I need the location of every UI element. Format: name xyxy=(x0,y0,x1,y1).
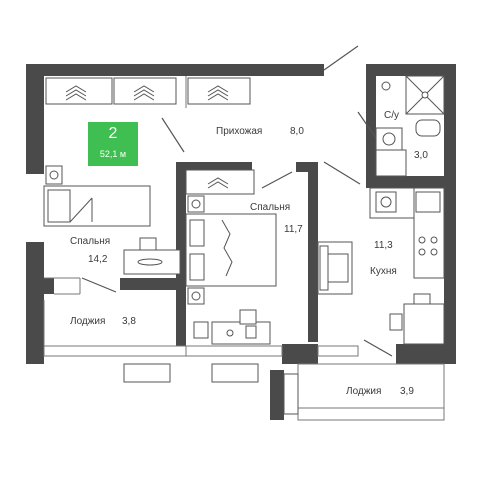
kitchen-door xyxy=(323,161,361,185)
wall-kitchen-bottom-left xyxy=(282,344,318,364)
bed-single xyxy=(43,165,151,227)
window-bedroom xyxy=(185,345,283,357)
wardrobe-4 xyxy=(185,169,255,195)
wall-kitchen-divider xyxy=(308,162,318,342)
loggia-furniture xyxy=(123,363,299,415)
wall-right xyxy=(444,64,456,364)
wall-bedroom-divider xyxy=(176,162,186,346)
desk-left xyxy=(123,237,181,275)
wall-top-right xyxy=(366,64,456,76)
wall-bedroom-top xyxy=(186,162,252,172)
total-area: 52,1 м xyxy=(99,149,127,159)
loggia-right-area: 3,9 xyxy=(400,386,414,397)
wall-top-left xyxy=(26,64,324,76)
apartment-badge: 2 52,1 м xyxy=(88,122,138,166)
wall-bedroom-bottom xyxy=(120,278,186,290)
loggia-left-door xyxy=(81,277,117,293)
wall-left-lower xyxy=(26,242,44,364)
walls xyxy=(26,64,456,420)
desk-center xyxy=(193,309,271,345)
loggia-right-door xyxy=(363,339,393,357)
bath-door xyxy=(357,111,377,139)
bedroom-center-label: Спальня xyxy=(250,202,291,213)
loggia-right-label: Лоджия xyxy=(346,386,382,397)
wall-left-upper xyxy=(26,64,44,174)
bedroom-center-area: 11,7 xyxy=(284,224,303,235)
wardrobe-1 xyxy=(45,77,113,105)
wall-kitchen-top xyxy=(296,162,318,172)
entrance-door xyxy=(323,45,359,71)
kitchen-counter xyxy=(369,187,445,279)
window-left-loggia xyxy=(43,345,187,357)
bedroom-left-label: Спальня xyxy=(70,236,111,247)
bathroom-fixtures xyxy=(375,75,445,177)
wall-bath-bottom xyxy=(366,176,456,188)
hanger-icons xyxy=(65,85,229,189)
hall-area: 8,0 xyxy=(290,126,304,137)
bathroom-area: 3,0 xyxy=(414,150,428,161)
window-kitchen xyxy=(317,345,359,357)
loggia-left-label: Лоджия xyxy=(70,316,106,327)
wall-kitchen-bottom-right xyxy=(396,344,456,364)
kitchen-label: Кухня xyxy=(370,266,397,277)
bedroom-left-area: 14,2 xyxy=(88,254,108,265)
room-count: 2 xyxy=(108,125,118,142)
loggia-right-rail xyxy=(297,407,445,421)
bathroom-label: С/у xyxy=(384,110,399,121)
wall-loggia-right-left xyxy=(270,370,284,420)
bedroom-center-door xyxy=(261,171,293,189)
loggia-left-area: 3,8 xyxy=(122,316,136,327)
wall-bath-left xyxy=(366,64,376,176)
hall-label: Прихожая xyxy=(216,126,263,137)
bedroom-left-door xyxy=(161,117,185,153)
dining-table xyxy=(389,293,445,345)
doors xyxy=(81,45,393,357)
wall-loggia-stub xyxy=(44,278,54,294)
kitchen-area: 11,3 xyxy=(374,240,393,251)
bed-double xyxy=(185,195,277,305)
sofa xyxy=(317,241,353,295)
